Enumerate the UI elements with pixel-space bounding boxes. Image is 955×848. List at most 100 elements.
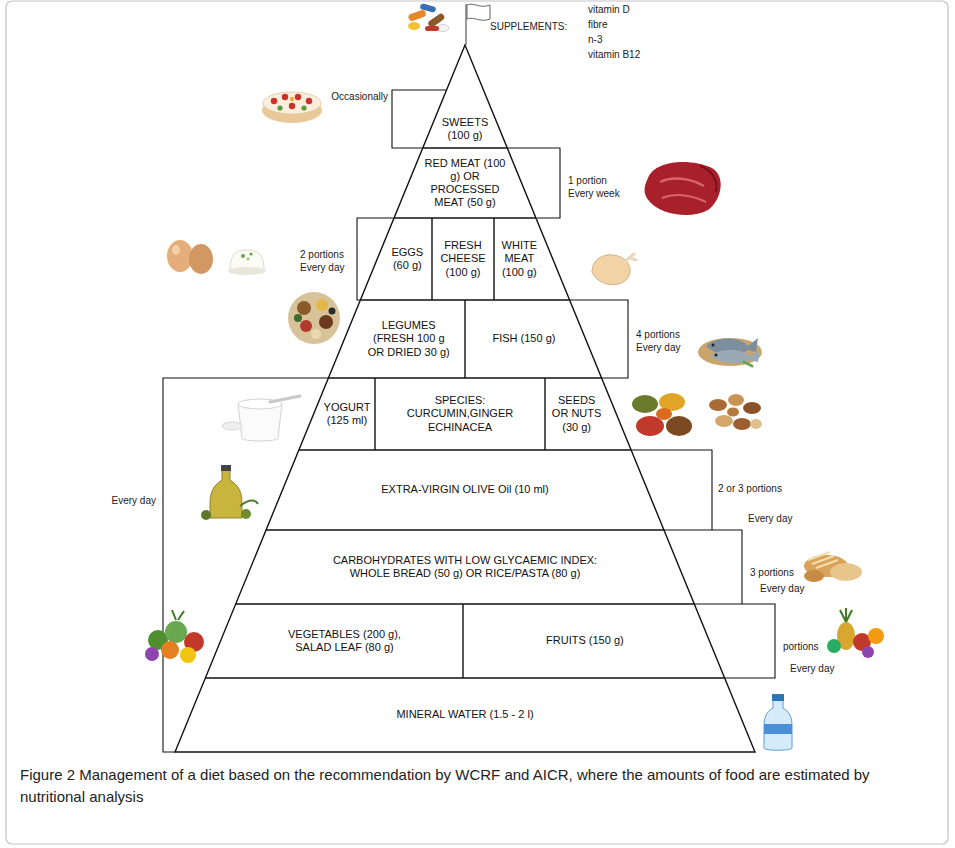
portion-bracket [392,90,446,148]
fruits-icon [862,646,874,658]
legumes-icon [329,308,336,315]
portion-bracket [631,450,712,530]
spices-icon [632,393,692,436]
water-bottle-icon [764,694,792,750]
pyramid-outline [205,677,724,678]
portion-label: Every day [790,662,834,675]
red-meat-icon [645,162,721,215]
legumes-icon [300,320,312,332]
portion-bracket [508,148,560,218]
eggs-icon [172,245,180,255]
band-text: VEGETABLES (200 g), SALAD LEAF (80 g) [279,628,409,654]
pyramid-outline [423,147,508,148]
cake-icon [277,105,282,110]
water-bottle-icon [772,694,784,701]
red-meat-icon [645,162,721,215]
supplement-label: vitamin D [588,3,630,16]
band-text: SPECIES: CURCUMIN,GINGER ECHINACEA [400,394,520,434]
cake-icon [301,105,306,110]
red-meat-icon [662,195,706,202]
white-meat-icon [624,254,636,262]
portion-label: 1 portion Every week [568,174,630,200]
bread-pasta-icon [804,570,824,582]
spices-icon [666,416,692,436]
pyramid-outline [299,449,631,450]
figure-frame [6,1,948,844]
eggs-icon [189,244,213,274]
legumes-icon [297,301,311,315]
portion-bracket [664,530,742,604]
portion-bracket [163,90,775,752]
nuts-icon [715,415,733,427]
pyramid-band: SEEDS OR NUTS (30 g) [549,394,604,434]
red-meat-icon [660,179,704,186]
fresh-cheese-icon [228,267,266,275]
pyramid-band: SWEETS (100 g) [438,116,492,142]
supplement-pills-icon [408,3,449,31]
fruits-icon [868,628,884,644]
pyramid-band: EGGS (60 g) [387,246,428,272]
vegetables-icon [180,647,196,663]
yogurt-icon [238,404,282,441]
fresh-cheese-icon [247,258,250,261]
supplement-pills-icon [419,3,436,13]
portion-bracket [357,218,393,300]
band-text: FRUITS (150 g) [467,634,703,647]
supplement-label: fibre [588,18,607,31]
cake-icon [263,92,321,114]
pyramid-band: MINERAL WATER (1.5 - 2 l) [197,708,733,721]
legumes-icon [316,299,328,311]
olive-oil-icon [201,465,258,520]
band-text: CARBOHYDRATES WITH LOW GLYCAEMIC INDEX: … [315,554,615,580]
portion-bracket [694,604,775,678]
white-meat-icon [592,255,630,285]
eggs-icon [167,240,193,272]
fruits-icon [827,608,884,658]
white-meat-icon [592,254,636,285]
fresh-cheese-icon [241,254,245,258]
nuts-icon [750,419,762,429]
nuts-icon [709,399,727,411]
portion-label: 2 portions Every day [300,248,352,274]
band-text: LEGUMES (FRESH 100 g OR DRIED 30 g) [364,319,454,359]
pyramid-outline [394,217,536,218]
supplement-label: n-3 [588,33,602,46]
yogurt-icon [222,396,300,441]
pyramid-outline [464,300,465,378]
olive-oil-icon [241,509,251,519]
olive-oil-icon [240,501,258,507]
olive-oil-icon [210,470,242,518]
legumes-icon [311,329,321,339]
fish-icon [744,362,752,366]
fruits-icon [840,608,852,622]
nuts-icon [733,418,751,430]
fish-icon [710,350,760,363]
band-text: SEEDS OR NUTS (30 g) [549,394,604,434]
portion-bracket [570,300,628,378]
pyramid-outline [493,218,494,300]
vegetables-icon [145,610,204,663]
portion-label: 4 portions Every day [636,328,692,354]
bread-pasta-icon [808,552,838,568]
figure-caption: Figure 2 Management of a diet based on t… [20,764,925,808]
portion-label: Every day [748,512,792,525]
legumes-icon [294,314,302,322]
band-text: WHITE MEAT (100 g) [498,239,541,279]
portion-label: 3 portions [750,566,794,579]
supplement-pills-icon [408,9,427,22]
yogurt-icon [222,422,242,430]
vegetables-icon [161,641,179,659]
nuts-icon [709,394,762,430]
vegetables-icon [172,610,184,620]
pyramid-band: LEGUMES (FRESH 100 g OR DRIED 30 g) [364,319,454,359]
pyramid-outline [175,45,755,752]
bread-pasta-icon [830,563,862,581]
band-text: FISH (150 g) [469,332,579,345]
olive-oil-icon [201,510,211,520]
fresh-cheese-icon [228,250,266,275]
cake-icon [295,94,301,100]
cake-icon [271,98,277,104]
vegetables-icon [165,621,187,643]
cake-icon [290,97,294,101]
supplement-pills-icon [408,22,420,30]
